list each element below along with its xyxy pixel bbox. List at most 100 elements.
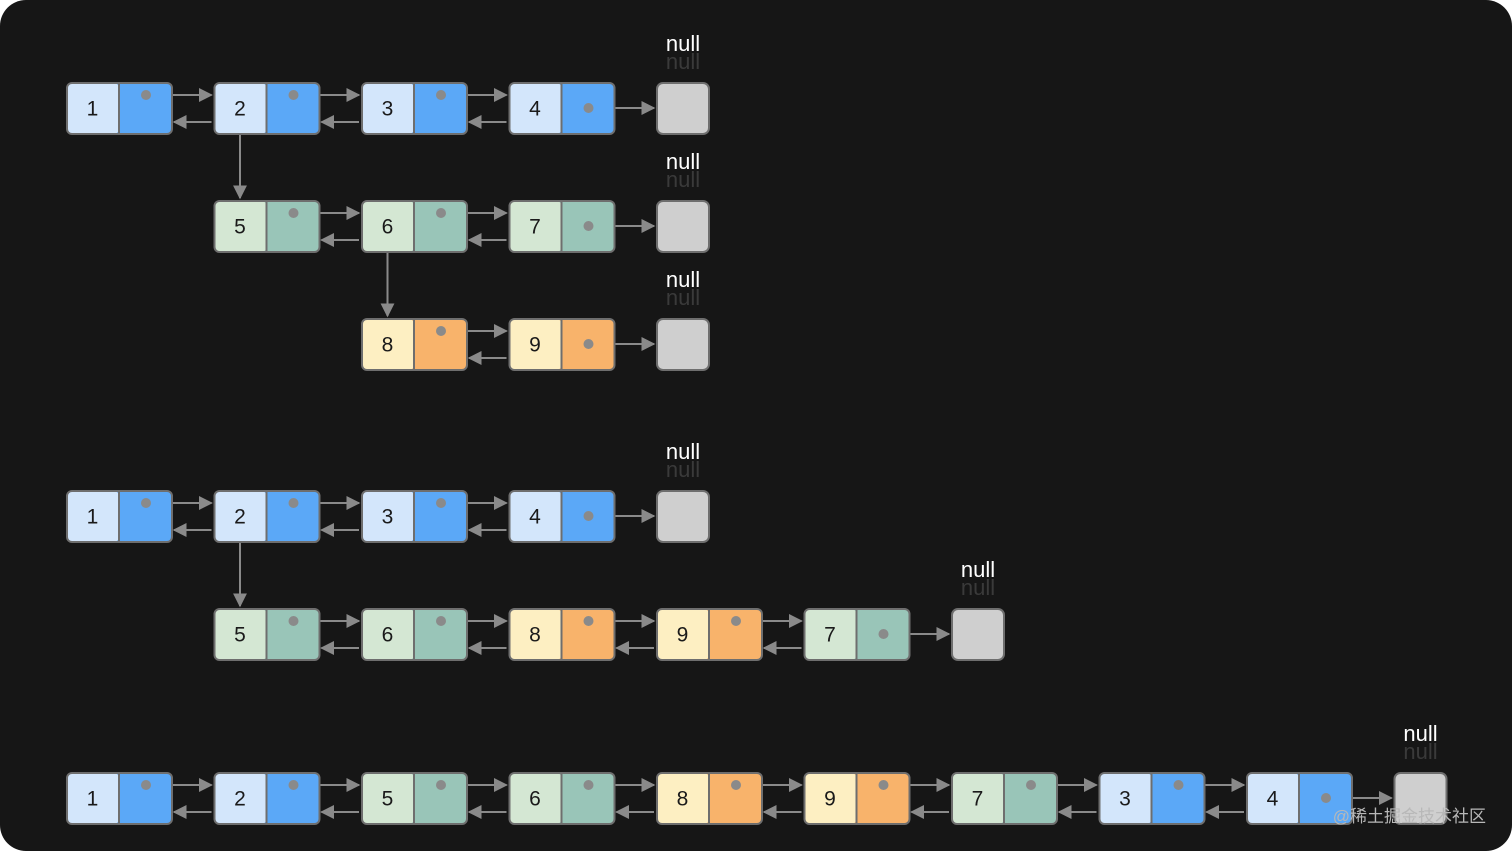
list-node: 7 [508,200,616,253]
node-value-cell [657,609,709,660]
pointer-dot [141,498,151,508]
node-value: 2 [234,506,246,529]
node-value: 6 [382,216,394,239]
null-box [656,490,710,543]
node-value-cell [214,773,267,824]
node-value: 4 [1267,788,1279,811]
list-node: 8 [508,608,616,661]
list-node: 5 [213,200,321,253]
node-value-cell [1247,773,1299,824]
node-value-cell [67,83,119,134]
list-node: 8 [656,772,763,825]
null-box [656,82,710,135]
list-node: 4 [508,82,616,135]
node-value: 9 [677,624,689,647]
pointer-dot [1026,780,1036,790]
node-value: 9 [824,788,836,811]
node-value-cell [804,609,857,660]
node-value: 5 [234,216,246,239]
node-value: 6 [529,788,541,811]
null-label: null [666,31,700,56]
null-label: null [1403,721,1437,746]
pointer-dot [141,90,151,100]
node-value-cell [362,773,414,824]
list-node: 1 [66,772,173,825]
null-label-reflection: null [666,49,700,74]
node-value-cell [804,773,857,824]
pointer-dot [583,780,594,790]
pointer-dot [288,90,299,100]
null-label: null [666,439,700,464]
pointer-dot [436,616,446,626]
node-value: 1 [87,788,99,811]
node-value: 2 [234,98,246,121]
node-value-cell [509,773,562,824]
node-value: 5 [382,788,394,811]
node-value: 8 [382,334,394,357]
pointer-dot [731,616,741,626]
watermark-text: @稀土掘金技术社区 [1333,807,1486,826]
null-label-reflection: null [666,285,700,310]
pointer-dot [288,498,299,508]
list-node: 9 [508,318,616,371]
null-label-reflection: null [666,457,700,482]
node-value-cell [214,83,267,134]
pointer-dot [436,90,446,100]
list-node: 6 [361,608,468,661]
node-value: 3 [1119,788,1131,811]
null-box [656,200,710,253]
node-value: 1 [87,506,99,529]
node-value: 8 [677,788,689,811]
null-label-reflection: null [961,575,995,600]
node-value-cell [509,201,562,252]
list-node: 7 [951,772,1058,825]
pointer-dot [436,780,446,790]
list-node: 3 [361,490,468,543]
node-value-cell [67,773,119,824]
list-node: 8 [361,318,468,371]
list-node: 5 [361,772,468,825]
null-label-reflection: null [1403,739,1437,764]
link-layer [146,88,1393,819]
node-value: 5 [234,624,246,647]
node-value: 2 [234,788,246,811]
node-value: 7 [972,788,984,811]
node-value: 7 [824,624,836,647]
list-node: 1 [66,82,173,135]
node-value-cell [214,201,267,252]
node-value-cell [509,319,562,370]
node-value: 9 [529,334,541,357]
node-value-cell [67,491,119,542]
null-label: null [961,557,995,582]
node-value: 7 [529,216,541,239]
null-box [951,608,1005,661]
pointer-dot [288,616,299,626]
node-value-cell [214,491,267,542]
null-box [1393,772,1448,825]
node-value: 6 [382,624,394,647]
null-label-reflection: null [666,167,700,192]
list-node: 2 [213,82,321,135]
pointer-dot [436,326,446,336]
list-node: 6 [361,200,468,253]
pointer-dot [583,339,594,349]
list-node: 7 [803,608,911,661]
pointer-dot [583,221,594,231]
null-label: null [666,149,700,174]
pointer-dot [436,498,446,508]
pointer-dot [583,616,594,626]
list-node: 9 [656,608,763,661]
pointer-dot [583,103,594,113]
null-label: null [666,267,700,292]
node-value: 4 [529,506,541,529]
list-node: 2 [213,490,321,543]
pointer-dot [1173,780,1184,790]
list-node: 1 [66,490,173,543]
node-value-cell [509,491,562,542]
pointer-dot [436,208,446,218]
list-node: 9 [803,772,911,825]
list-node: 4 [1246,772,1353,825]
